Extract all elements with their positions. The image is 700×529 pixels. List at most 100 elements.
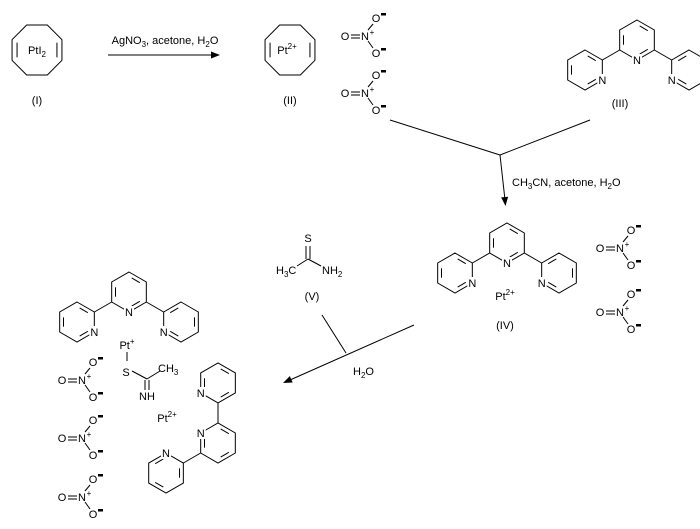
double-bond-line	[547, 258, 557, 265]
compound-II-metal: Pt2+	[277, 42, 297, 57]
imine-group-label: NH	[139, 391, 155, 403]
bond	[622, 299, 629, 307]
positive-charge: +	[87, 372, 92, 381]
positive-charge: +	[370, 85, 375, 94]
bond	[84, 484, 91, 492]
nitrogen-atom-label: N	[468, 278, 476, 290]
pyridine-ring	[200, 362, 236, 404]
pyridine-ring	[163, 301, 199, 343]
oxygen-atom-label: O	[372, 105, 381, 117]
label-mask	[195, 386, 206, 399]
nitrogen-atom-label: N	[361, 31, 369, 43]
compound-I-label: (I)	[32, 95, 42, 107]
oxygen-atom-label: O	[627, 225, 636, 237]
bond	[296, 258, 309, 267]
oxygen-atom-label: O	[341, 88, 350, 100]
double-bond-line	[509, 228, 519, 235]
negative-charge-icon	[381, 48, 386, 51]
nitrogen-atom-label: N	[633, 55, 641, 67]
double-bond-line	[220, 451, 230, 458]
nitrogen-atom-label: N	[538, 278, 546, 290]
negative-charge-icon	[98, 450, 103, 453]
pyridine-ring	[541, 252, 577, 294]
supscript: +	[130, 337, 135, 346]
double-bond-line	[587, 78, 597, 85]
double-bond-line	[169, 330, 179, 337]
negative-charge-icon	[636, 289, 641, 292]
oxygen-atom-label: O	[627, 289, 636, 301]
double-bond-line	[79, 307, 89, 314]
compound-I-metal: PtI2	[28, 45, 46, 59]
label-mask	[502, 257, 512, 269]
supscript: 2+	[506, 288, 515, 297]
bond	[84, 425, 91, 433]
methyl-group-label: CH3	[158, 363, 179, 377]
oxygen-atom-label: O	[627, 260, 636, 272]
double-bond-line	[547, 281, 557, 288]
compound-I-cyclooctadiene	[11, 24, 63, 76]
double-bond-line	[677, 55, 687, 62]
label-mask	[467, 277, 478, 289]
double-bond-line	[154, 481, 164, 488]
negative-charge-icon	[98, 474, 103, 477]
nitrogen-atom-label: N	[90, 327, 98, 339]
positive-charge: +	[87, 489, 92, 498]
double-bond-line	[677, 78, 687, 85]
text-part: Pt	[495, 291, 505, 303]
subscript: 3	[174, 368, 179, 377]
nitrogen-atom-label: N	[197, 388, 205, 400]
text-part: Pt	[277, 45, 287, 57]
bond	[84, 367, 91, 375]
double-bond-line	[131, 277, 141, 284]
reaction-arrow-3-branch	[321, 314, 347, 354]
supscript: 2+	[288, 42, 297, 51]
bond	[622, 252, 629, 261]
label-mask	[158, 326, 169, 338]
label-mask	[89, 326, 100, 338]
bond	[367, 80, 374, 88]
double-bond-line	[79, 330, 89, 337]
text-part: CN, acetone, H	[532, 177, 607, 189]
double-bond-line	[131, 300, 141, 307]
text-part: AgNO	[112, 35, 142, 47]
bond	[94, 301, 112, 313]
amino-group-label: NH2	[322, 265, 343, 279]
double-bond-line	[509, 251, 519, 258]
nitrogen-atom-label: N	[78, 375, 86, 387]
nitrogen-atom-label: N	[125, 307, 133, 319]
text-part: O	[612, 177, 621, 189]
reaction-arrow-2	[499, 154, 506, 201]
bond	[84, 442, 91, 451]
double-bond-line	[220, 391, 230, 398]
reaction-arrow-3	[289, 324, 415, 381]
double-bond-line	[457, 258, 467, 265]
compound-IV-metal: Pt2+	[495, 288, 515, 303]
nitrogen-atom-label: N	[616, 243, 624, 255]
positive-charge: +	[625, 304, 630, 313]
product-terpyridine-2: NNN	[148, 362, 236, 494]
text-part: NH	[322, 265, 338, 277]
nitrogen-atom-label: N	[160, 327, 168, 339]
reaction-arrow-2-branch	[389, 119, 501, 156]
double-bond-line	[154, 458, 164, 465]
compound-IV-label: (IV)	[496, 320, 514, 332]
oxygen-atom-label: O	[89, 450, 98, 462]
text-part: PtI	[28, 45, 41, 57]
label-mask	[536, 277, 547, 289]
negative-charge-icon	[381, 70, 386, 73]
label-mask	[632, 54, 642, 66]
bond	[146, 301, 164, 313]
subscript: 2	[338, 270, 343, 279]
step-3-reagents: H2O	[353, 366, 374, 380]
pyridine-ring	[148, 452, 184, 494]
text-part: O	[365, 366, 374, 378]
bond	[622, 316, 629, 325]
bond	[307, 258, 322, 267]
text-part: H	[353, 366, 361, 378]
label-mask	[597, 74, 608, 86]
